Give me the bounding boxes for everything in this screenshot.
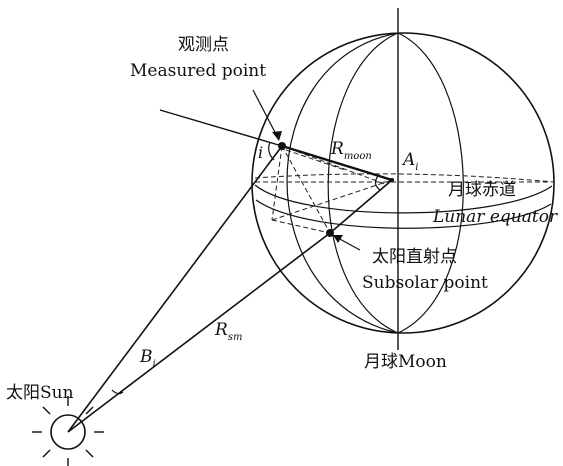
- equator-front-upper: [254, 184, 553, 214]
- sun-icon: [32, 396, 104, 466]
- measured-point-dot: [278, 142, 286, 150]
- measured-arrow: [252, 89, 279, 139]
- subsolar-arrowhead: [333, 235, 343, 243]
- sun-label: 太阳Sun: [6, 383, 74, 403]
- view-line: [159, 109, 283, 147]
- sun-to-measured: [67, 145, 283, 433]
- subsolar-point-dot: [326, 229, 334, 237]
- a-label: Ai: [401, 150, 418, 173]
- r-moon-label: Rmoon: [330, 139, 372, 162]
- helper-dash-1: [271, 145, 283, 221]
- helper-dash-5: [271, 219, 331, 234]
- angle-b-arc: [111, 389, 124, 395]
- meridian-mid: [327, 32, 399, 334]
- center-to-subsolar: [329, 179, 393, 234]
- r-sm-label: Rsm: [214, 320, 242, 343]
- measured-point-cn: 观测点: [178, 35, 229, 55]
- moon-sphere: [251, 32, 555, 334]
- sun-to-subsolar: [67, 232, 331, 433]
- helper-dash-3: [281, 145, 386, 185]
- measured-arrowhead: [272, 131, 282, 141]
- angle-i-label: i: [258, 143, 263, 162]
- measured-point-en: Measured point: [130, 61, 266, 81]
- meridian-left: [286, 32, 399, 334]
- moon-center-dot: [390, 178, 394, 182]
- helper-dash-6: [285, 149, 346, 171]
- moon-label: 月球Moon: [364, 352, 447, 372]
- equator-back: [254, 173, 555, 183]
- angle-i-arc: [268, 141, 275, 161]
- helper-dash-2: [281, 145, 331, 234]
- angle-a-arc: [374, 175, 381, 191]
- b-label: Bi: [139, 347, 156, 370]
- meridian-right: [397, 32, 464, 334]
- subsolar-point-cn: 太阳直射点: [372, 247, 457, 267]
- r-moon-line: [281, 144, 393, 182]
- equator-front-lower: [255, 199, 552, 229]
- helper-dash-4: [271, 179, 393, 221]
- lunar-equator-en: Lunar equator: [432, 207, 558, 227]
- lunar-equator-cn: 月球赤道: [448, 180, 516, 200]
- subsolar-point-en: Subsolar point: [362, 273, 488, 293]
